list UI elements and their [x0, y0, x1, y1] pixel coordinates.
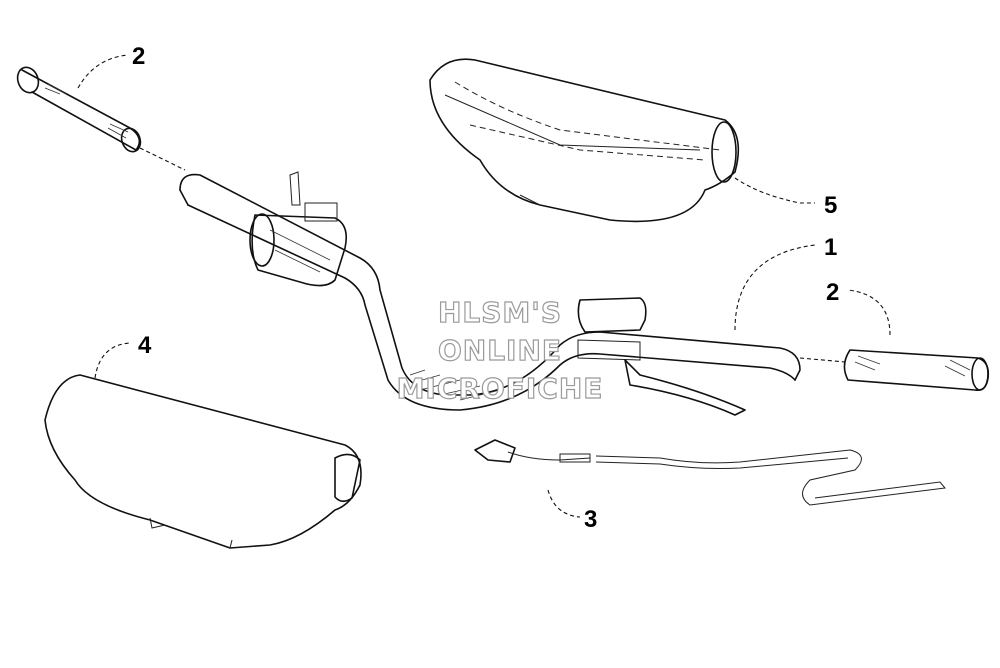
wire-harness	[474, 439, 946, 506]
left-grip	[16, 66, 142, 153]
grip-assembly-line-left	[139, 147, 186, 171]
watermark-line3: MICROFICHE	[397, 372, 604, 405]
callout-2-left: 2	[132, 43, 145, 70]
watermark: HLSM'S ONLINE MICROFICHE	[396, 295, 604, 405]
callout-2-right: 2	[826, 279, 839, 306]
leader-2-right	[847, 289, 891, 336]
left-control-housing	[249, 171, 348, 287]
leader-4	[94, 342, 131, 379]
callout-1: 1	[824, 234, 837, 261]
leader-1	[734, 244, 816, 331]
leader-5	[734, 177, 815, 204]
callout-3: 3	[584, 506, 597, 533]
right-grip	[843, 349, 990, 392]
leader-2-left	[77, 54, 129, 89]
callout-5: 5	[824, 192, 837, 219]
watermark-line1: HLSM'S	[438, 296, 562, 329]
handlebar	[179, 171, 801, 416]
brake-master-cylinder	[577, 297, 746, 416]
grip-assembly-line-right	[799, 357, 846, 363]
watermark-line2: ONLINE	[438, 334, 562, 367]
handlebar-knurl	[409, 369, 501, 401]
callout-4: 4	[138, 332, 152, 359]
right-handlebar-pad	[429, 58, 740, 223]
leader-3	[547, 489, 581, 518]
left-handlebar-pad	[44, 374, 362, 549]
